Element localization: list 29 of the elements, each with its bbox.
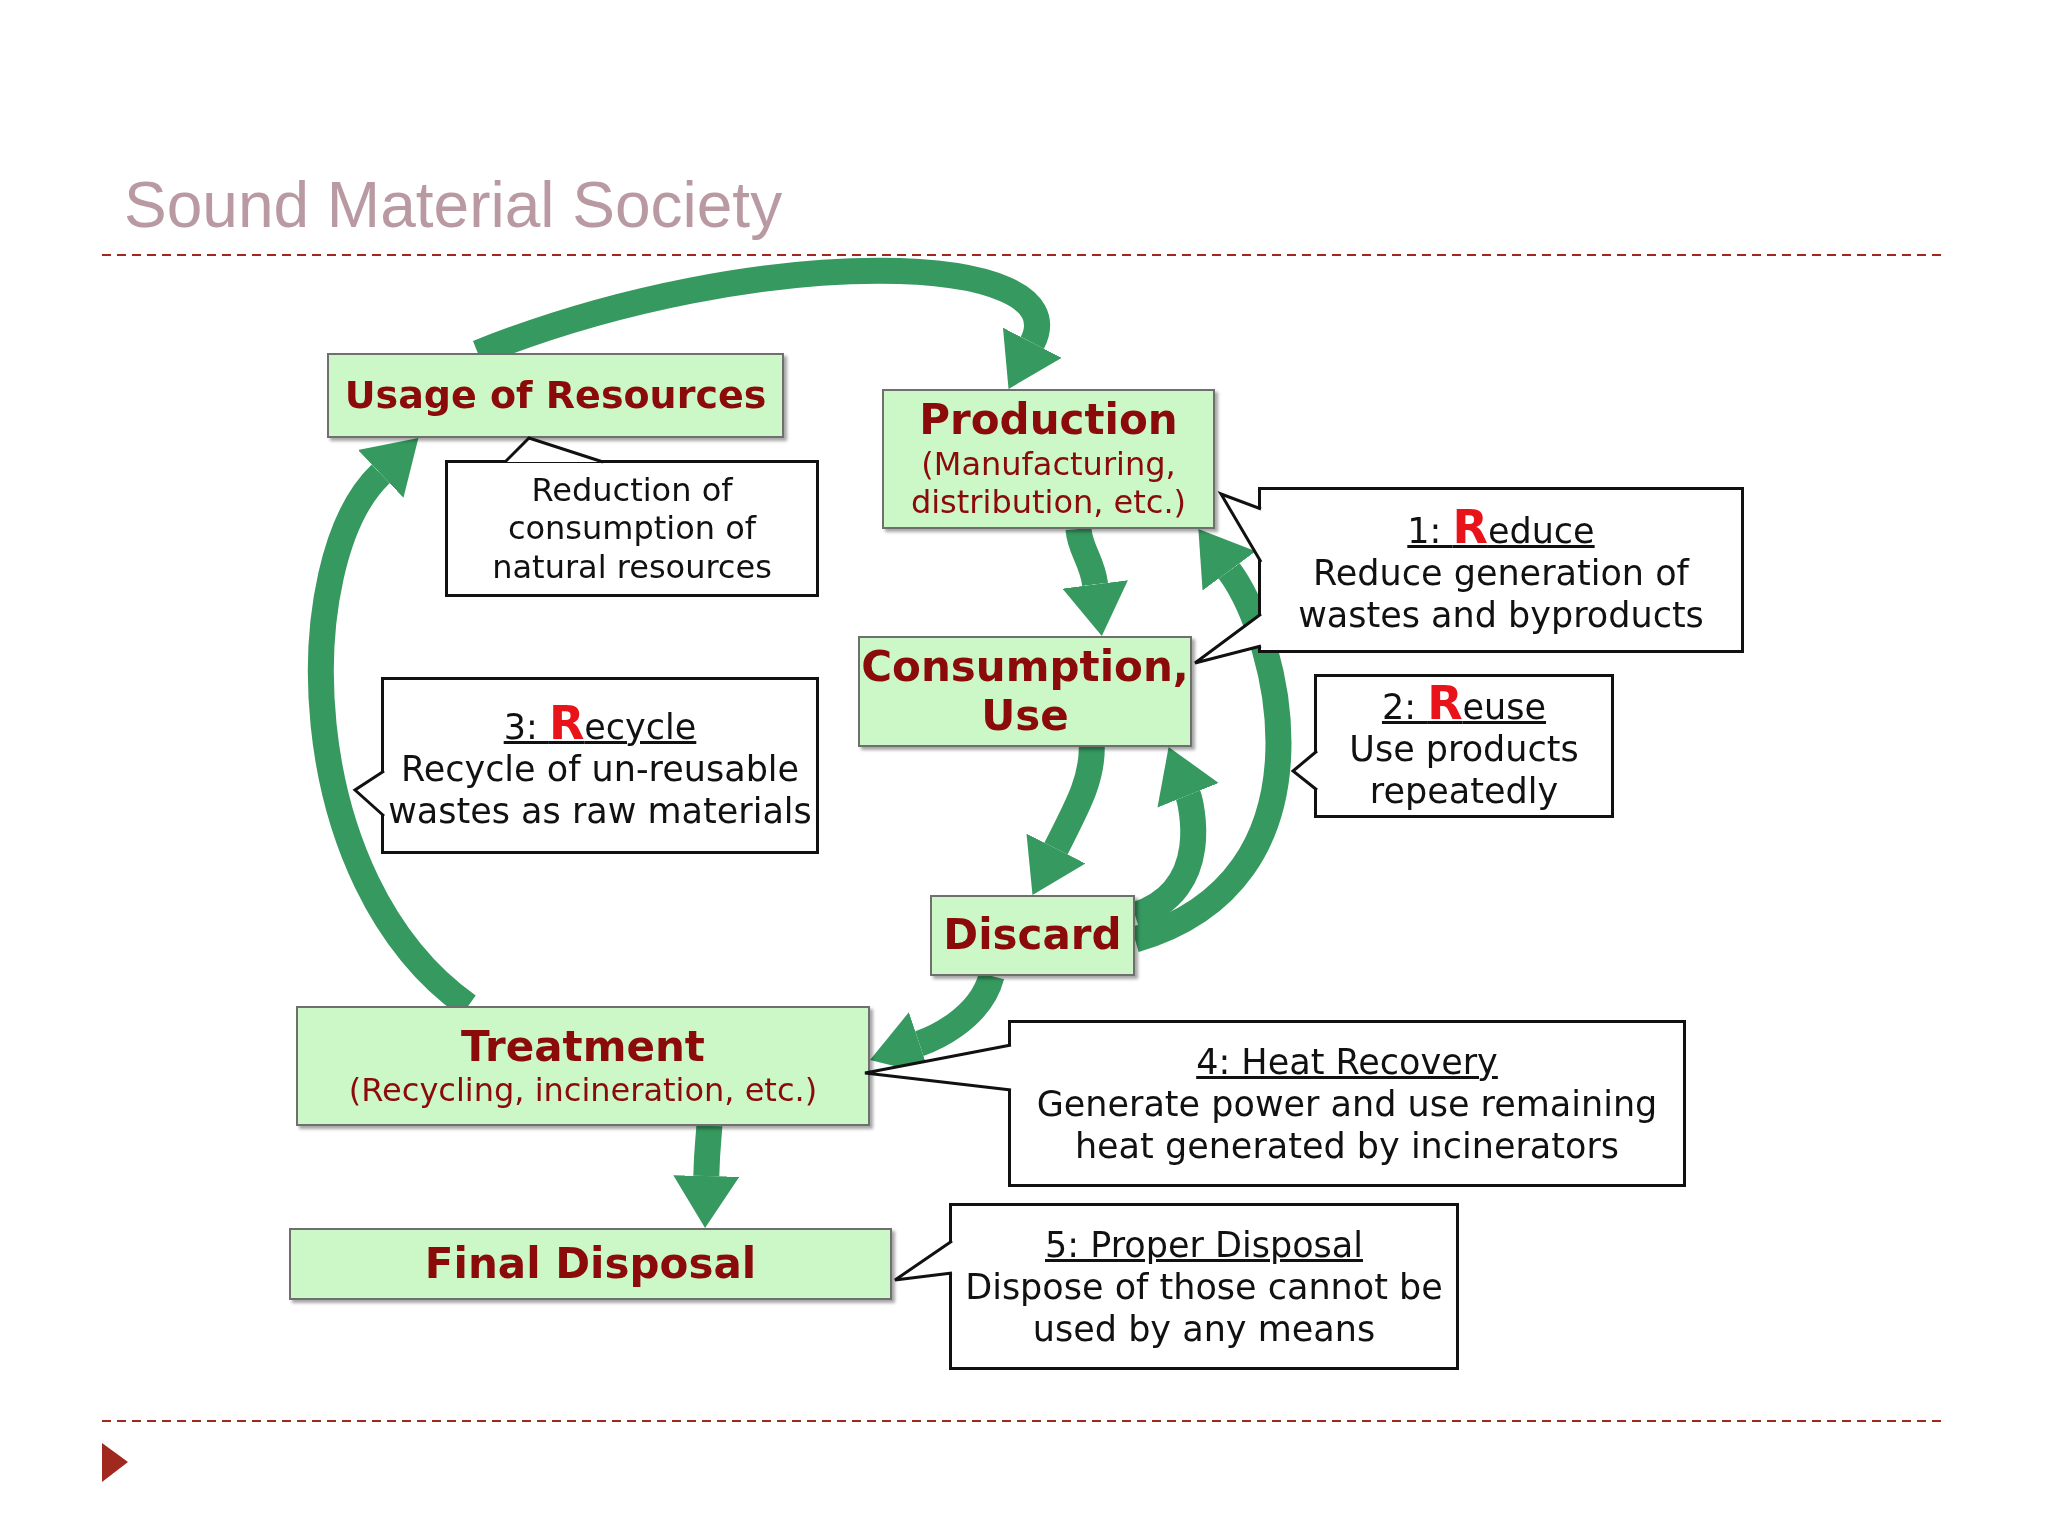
box-title: Consumption, Use [860, 643, 1190, 740]
callout-text: Generate power and use remaining heat generated by incinerators [1035, 1082, 1659, 1167]
process-box [327, 353, 784, 438]
box-title: Final Disposal [424, 1239, 757, 1289]
callout-box [381, 677, 819, 854]
box-title: Production [919, 396, 1178, 445]
callout-heading: 4: Heat Recovery [1196, 1040, 1498, 1083]
callout-text: Dispose of those cannot be used by any means [964, 1265, 1444, 1350]
callout-heading: 2: Reuse [1381, 680, 1547, 728]
process-box [296, 1006, 870, 1126]
callout-heading: 1: Reduce [1407, 504, 1595, 552]
box-subtitle: (Manufacturing, distribution, etc.) [909, 444, 1188, 522]
box-subtitle: (Recycling, incineration, etc.) [348, 1070, 818, 1110]
callout-box [1008, 1020, 1686, 1187]
callout-heading: 5: Proper Disposal [1045, 1223, 1363, 1266]
process-box [289, 1228, 892, 1300]
callout-text: Recycle of un-reusable wastes as raw materials [387, 747, 813, 832]
callout-box [949, 1203, 1459, 1370]
box-title: Discard [943, 911, 1122, 960]
callout-text: Reduction of consumption of natural resources [491, 470, 773, 587]
process-box [930, 895, 1135, 976]
box-title: Usage of Resources [344, 373, 767, 418]
box-title: Treatment [461, 1022, 705, 1071]
callout-heading: 3: Recycle [503, 699, 697, 748]
arrow [1062, 527, 1128, 636]
arrow [673, 1125, 740, 1228]
title: Sound Material Society [124, 168, 783, 242]
process-box [882, 389, 1215, 529]
arrow [1026, 746, 1105, 895]
